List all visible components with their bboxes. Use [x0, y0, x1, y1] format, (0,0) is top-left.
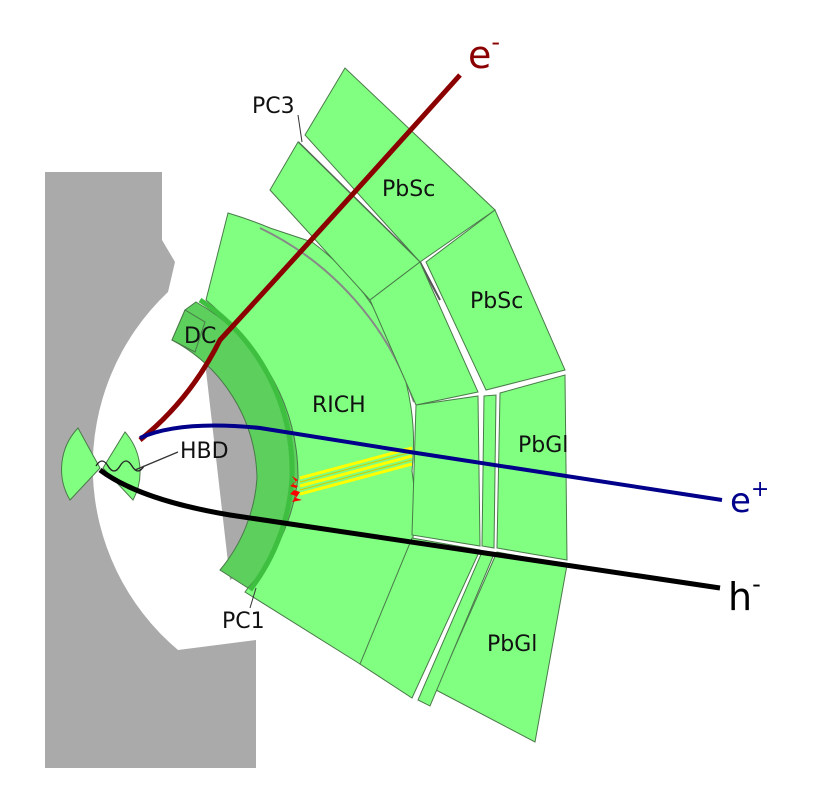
hbd-leader	[134, 451, 179, 471]
rich-label: RICH	[312, 393, 366, 418]
dc-small-block	[171, 309, 206, 353]
hit-markers	[290, 476, 302, 502]
pbgl-sector-mid-gap	[481, 394, 497, 549]
hbd-right-wedge	[102, 431, 141, 501]
hadron-track	[98, 467, 721, 591]
dc-label: DC	[184, 324, 216, 349]
hbd-left-wedge	[61, 427, 101, 501]
pc1-leader	[249, 587, 257, 609]
hadron-label: h-	[728, 570, 761, 619]
positron-label: e+	[730, 477, 769, 521]
hbd-label: HBD	[180, 439, 229, 464]
pbsc-label-mid: PbSc	[470, 289, 523, 314]
electron-track	[138, 73, 462, 442]
pbsc-label-top: PbSc	[382, 177, 435, 202]
pbsc-sector-mid	[425, 209, 566, 391]
electron-label: e-	[468, 28, 500, 77]
pbgl-label-bottom: PbGl	[487, 632, 537, 657]
pc3-label: PC3	[252, 94, 295, 119]
pbgl-sector-mid-inner	[411, 395, 481, 547]
pc3-leader	[297, 114, 303, 143]
pbsc-sector-mid-inner	[369, 261, 479, 406]
pc1-label: PC1	[222, 609, 265, 634]
pc1-layer	[198, 297, 295, 592]
central-magnet	[45, 172, 256, 768]
positron-track	[139, 423, 723, 502]
pbgl-sector-mid	[496, 374, 568, 561]
pbgl-sector-bottom-inner	[359, 537, 481, 699]
cherenkov-light	[299, 446, 413, 496]
pbgl-label-mid: PbGl	[518, 433, 568, 458]
